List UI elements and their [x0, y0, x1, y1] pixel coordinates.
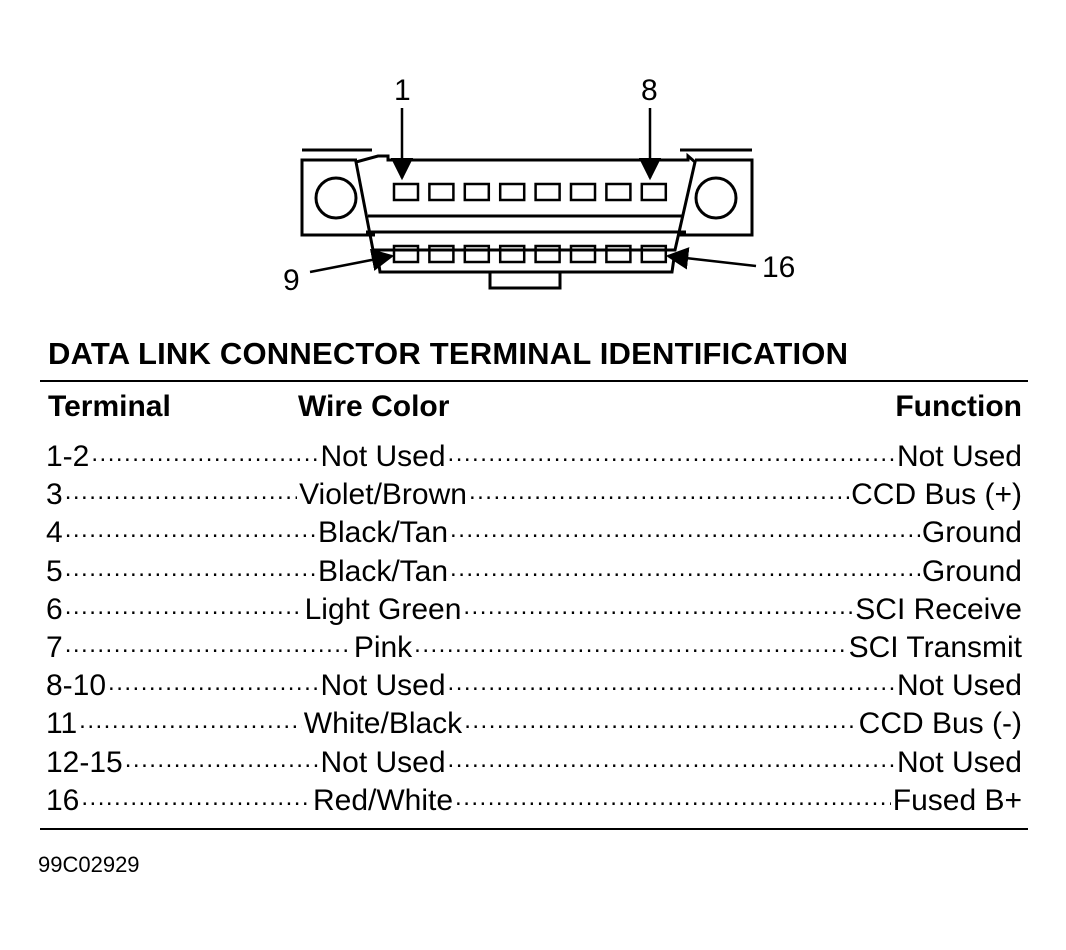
leader-dots	[81, 780, 311, 810]
wire-color-cell: Pink	[353, 630, 413, 664]
leader-dots	[448, 665, 895, 695]
connector-body	[354, 152, 697, 252]
terminal-cell: 4	[46, 516, 63, 550]
wire-color-cell: Not Used	[320, 440, 446, 473]
wire-color-cell: Light Green	[304, 592, 462, 626]
function-cell: Not Used	[896, 669, 1022, 703]
table-row: 5 Black/Tan Ground	[46, 551, 1022, 589]
table-row: 12-15 Not Used Not Used	[46, 742, 1022, 780]
function-cell: Not Used	[896, 440, 1022, 473]
pin-4	[498, 182, 526, 202]
bottom-pin-row	[392, 244, 668, 264]
bottom-rule	[40, 828, 1028, 830]
pin-8	[640, 182, 668, 202]
terminal-table: 1-2Not UsedNot Used3Violet/BrownCCD Bus …	[46, 436, 1022, 818]
terminal-cell: 6	[46, 592, 63, 626]
terminal-cell: 11	[46, 707, 78, 741]
pin-2	[428, 182, 455, 202]
figure-id: 99C02929	[38, 852, 140, 877]
connector-diagram: 1 8 9 16	[283, 74, 795, 297]
pin1-label: 1	[394, 74, 411, 107]
terminal-cell: 12-15	[46, 745, 123, 779]
left-mounting-ear	[300, 158, 375, 237]
leader-dots	[65, 551, 316, 581]
table-row: 3 Violet/Brown CCD Bus (+)	[46, 474, 1022, 512]
function-cell: Ground	[921, 516, 1022, 550]
wire-color-cell: Black/Tan	[317, 516, 449, 550]
function-cell: Fused B+	[892, 783, 1022, 817]
pin-5	[534, 182, 561, 202]
function-cell: CCD Bus (-)	[858, 707, 1022, 741]
pin-9	[392, 244, 420, 264]
wire-color-cell: Violet/Brown	[299, 478, 467, 512]
leader-dots	[79, 703, 302, 733]
pin-12	[498, 244, 526, 264]
leader-dots	[65, 512, 316, 542]
leader-dots	[463, 589, 853, 619]
header-wire-color: Wire Color	[298, 390, 450, 423]
table-row: 6 Light Green SCI Receive	[46, 589, 1022, 627]
pin9-arrow	[309, 248, 395, 274]
pin-16	[640, 244, 668, 264]
terminal-cell: 7	[46, 630, 63, 664]
right-mounting-hole	[694, 176, 738, 220]
leader-dots	[448, 742, 895, 772]
function-cell: SCI Transmit	[848, 630, 1022, 664]
leader-dots	[125, 742, 319, 772]
table-row: 11 White/Black CCD Bus (-)	[46, 703, 1022, 741]
leader-dots	[450, 512, 920, 542]
leader-dots	[91, 436, 318, 466]
top-rule	[40, 380, 1028, 382]
pin-3	[463, 182, 491, 202]
leader-dots	[414, 627, 846, 657]
pin16-label: 16	[762, 251, 795, 284]
right-mounting-ear	[678, 158, 754, 237]
wire-color-cell: White/Black	[303, 707, 463, 741]
pin-1	[392, 182, 420, 202]
leader-dots	[450, 551, 920, 581]
table-row: 4 Black/Tan Ground	[46, 512, 1022, 550]
pin9-label: 9	[283, 264, 300, 297]
left-mounting-hole	[314, 176, 358, 220]
wire-color-cell: Not Used	[320, 669, 446, 703]
leader-dots	[455, 780, 891, 810]
table-title: DATA LINK CONNECTOR TERMINAL IDENTIFICAT…	[48, 336, 849, 371]
terminal-cell: 8-10	[46, 669, 107, 703]
function-cell: SCI Receive	[855, 592, 1022, 626]
terminal-cell: 1-2	[46, 440, 90, 473]
leader-dots	[469, 474, 849, 504]
table-row: 16 Red/White Fused B+	[46, 780, 1022, 818]
leader-dots	[464, 703, 856, 733]
pin-7	[605, 182, 632, 202]
table-row: 1-2 Not Used Not Used	[46, 436, 1022, 474]
pin-6	[569, 182, 597, 202]
leader-dots	[448, 436, 895, 466]
wire-color-cell: Black/Tan	[317, 554, 449, 588]
header-terminal: Terminal	[48, 390, 171, 423]
function-cell: CCD Bus (+)	[851, 478, 1022, 512]
leader-dots	[65, 627, 352, 657]
top-pin-row	[392, 182, 668, 202]
connector-key-tab	[488, 272, 562, 290]
terminal-cell: 5	[46, 554, 63, 588]
leader-dots	[65, 474, 297, 504]
function-cell: Ground	[921, 554, 1022, 588]
header-function: Function	[895, 390, 1022, 423]
pin-13	[534, 244, 561, 264]
pin-15	[605, 244, 632, 264]
leader-dots	[65, 589, 303, 619]
wire-color-cell: Red/White	[312, 783, 454, 817]
pin16-arrow	[665, 247, 757, 270]
pin8-label: 8	[641, 74, 658, 107]
table-row: 7 Pink SCI Transmit	[46, 627, 1022, 665]
terminal-cell: 16	[46, 783, 80, 817]
leader-dots	[108, 665, 318, 695]
terminal-cell: 3	[46, 478, 63, 512]
pin-11	[463, 244, 491, 264]
pin-14	[569, 244, 597, 264]
wire-color-cell: Not Used	[320, 745, 446, 779]
function-cell: Not Used	[896, 745, 1022, 779]
pin-10	[428, 244, 455, 264]
table-row: 8-10 Not Used Not Used	[46, 665, 1022, 703]
